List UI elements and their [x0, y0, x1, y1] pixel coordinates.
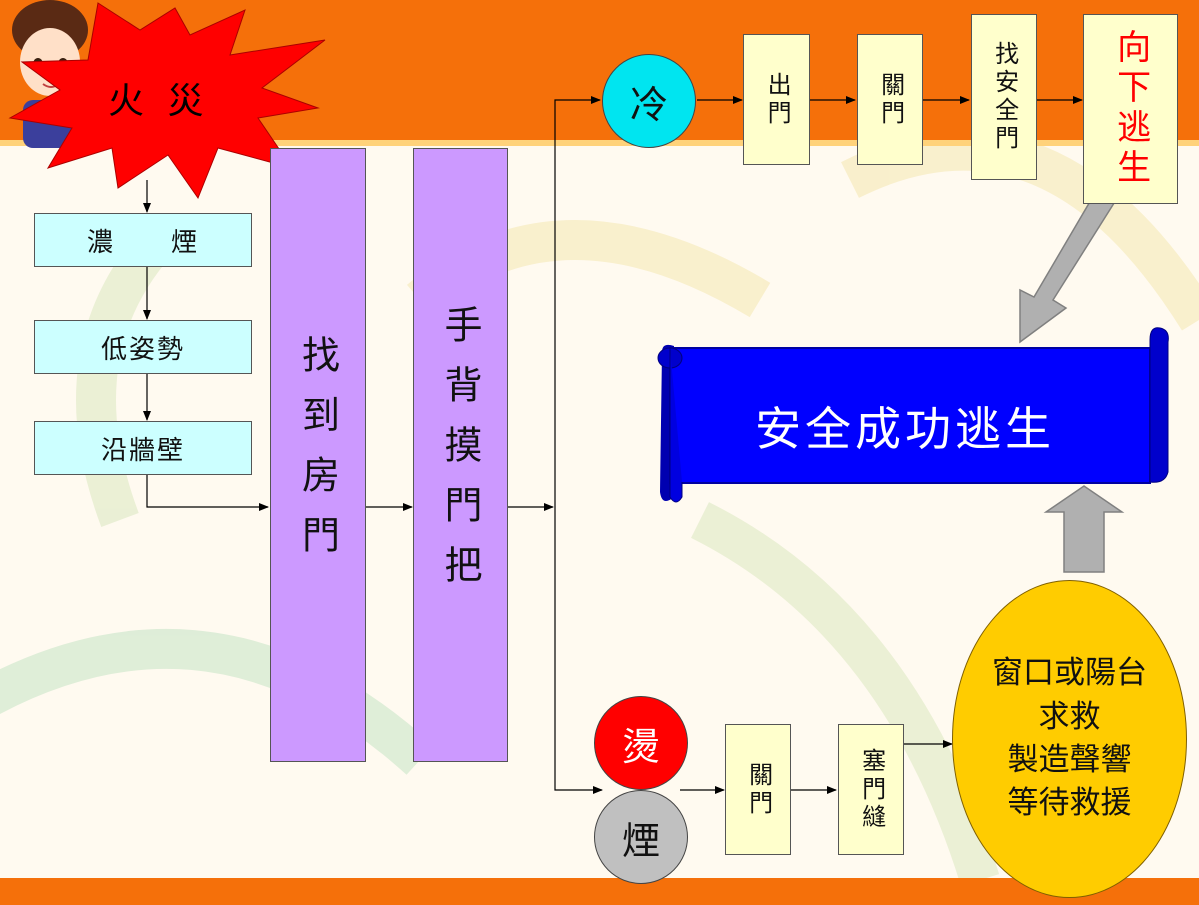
touch-door-knob-box: 手背摸門把 [413, 148, 508, 762]
oval-line-wait-rescue: 等待救援 [1007, 785, 1132, 822]
rescue-oval: 窗口或陽台 求救 製造聲響 等待救援 [952, 580, 1187, 898]
cold-step-exit: 出門 [743, 34, 810, 165]
cold-step-close-door: 關門 [857, 34, 923, 165]
oval-line-window: 窗口或陽台 [992, 655, 1147, 692]
smoke-circle: 煙 [594, 790, 688, 884]
cold-step-find-safety-door: 找安全門 [971, 14, 1037, 180]
success-banner-scroll [657, 327, 1169, 503]
step-dense-smoke: 濃 煙 [34, 213, 252, 267]
banner-text: 安全成功逃生 [755, 402, 1055, 456]
hot-circle: 燙 [594, 696, 688, 790]
hot-step-close-door: 關門 [725, 724, 791, 855]
cold-circle: 冷 [602, 54, 696, 148]
oval-line-call-help: 求救 [1038, 698, 1101, 735]
find-room-door-box: 找到房門 [270, 148, 366, 762]
step-low-posture: 低姿勢 [34, 320, 252, 374]
gray-arrows [1019, 186, 1125, 573]
fire-label: 火 災 [108, 81, 210, 122]
oval-line-make-noise: 製造聲響 [1007, 742, 1132, 778]
cold-final-escape-down: 向下逃生 [1083, 14, 1178, 204]
step-along-wall: 沿牆壁 [34, 421, 252, 475]
fire-burst-shape [8, 2, 326, 200]
hot-step-seal-door-gap: 塞門縫 [838, 724, 904, 855]
bottom-band [0, 878, 1199, 905]
